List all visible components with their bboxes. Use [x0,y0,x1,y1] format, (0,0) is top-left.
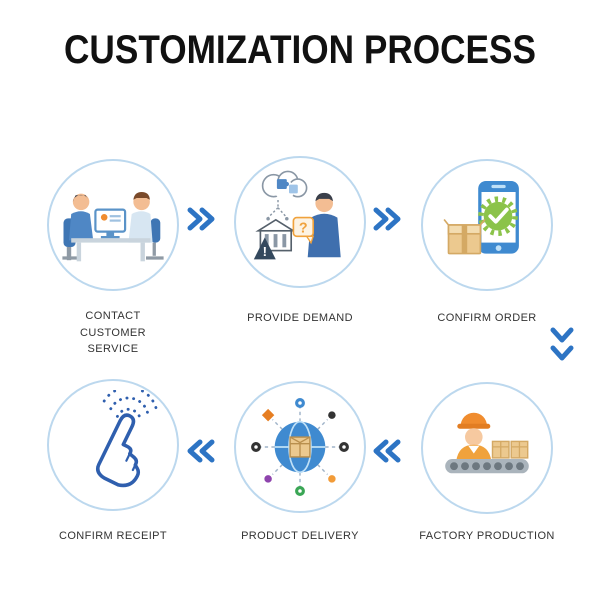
question-mark-glyph: ? [299,220,308,236]
step-label-confirm-receipt: CONFIRM RECEIPT [58,530,168,542]
step-product-delivery [234,381,366,513]
confirm-receipt-icon [96,390,159,488]
step-provide-demand: ! ? [234,156,366,288]
step-contact-customer-service [47,159,179,291]
step-label-confirm-order: CONFIRM ORDER [437,312,537,324]
step-label-factory-production: FACTORY PRODUCTION [419,530,555,542]
provide-demand-icon: ! ? [253,170,341,260]
step-confirm-order [421,159,553,291]
customer-service-icon [62,192,164,262]
arrow-left-icon [372,438,402,464]
factory-production-icon [445,412,529,474]
arrow-right-icon [372,206,402,232]
step-label-provide-demand: PROVIDE DEMAND [247,312,353,324]
step-label-product-delivery: PRODUCT DELIVERY [241,530,359,542]
step-label-contact-customer-service: CONTACT CUSTOMER SERVICE [80,310,146,355]
step-factory-production [421,382,553,514]
confirm-order-icon [443,181,519,255]
arrow-left-icon [186,438,216,464]
exclamation-glyph: ! [263,244,267,259]
step-confirm-receipt [47,379,179,511]
arrow-right-icon [186,206,216,232]
arrow-down-icon [549,326,575,368]
product-delivery-icon [251,398,349,496]
page-title: CUSTOMIZATION PROCESS [64,28,536,72]
